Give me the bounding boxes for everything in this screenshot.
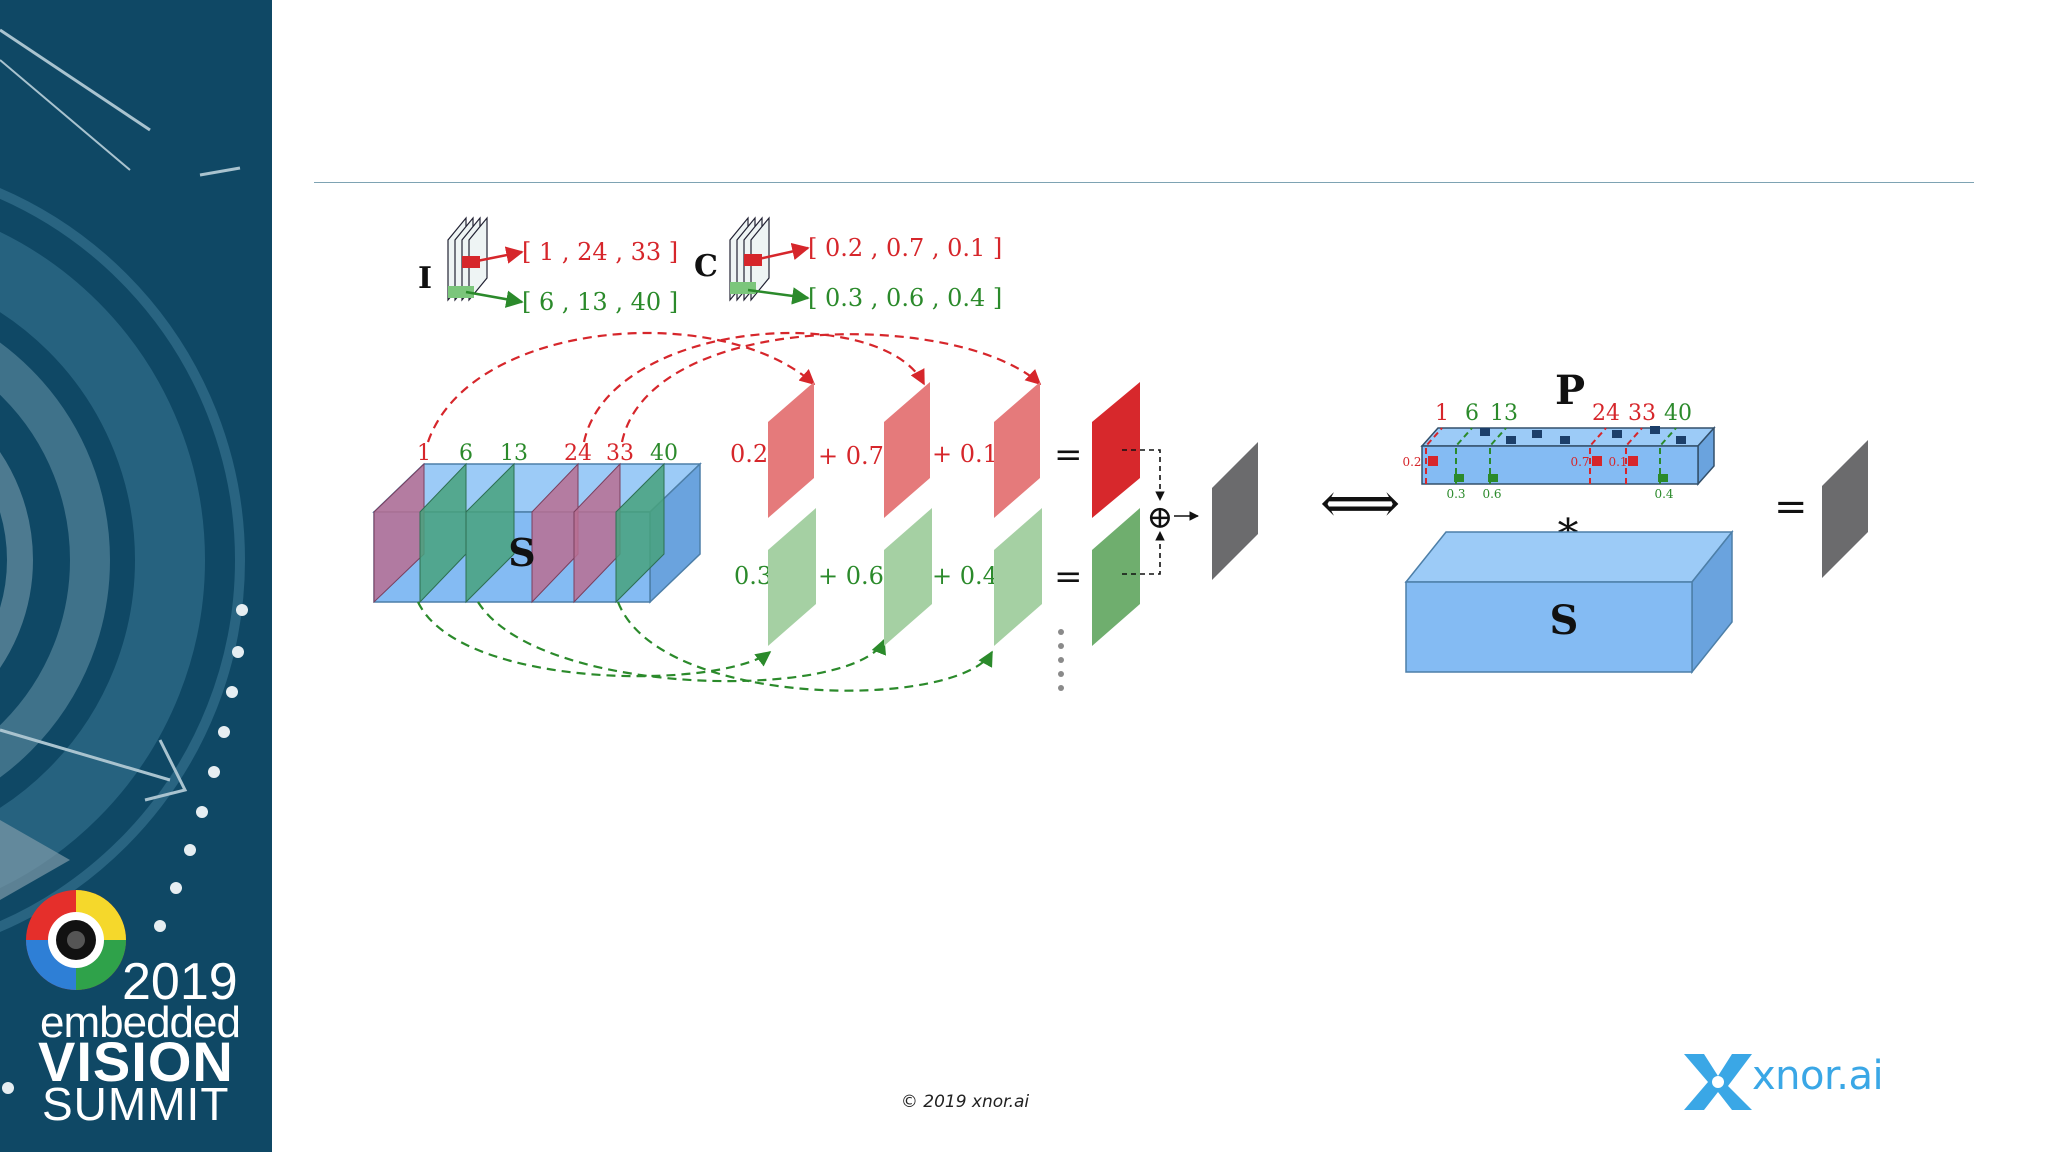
index-tensor-label: I <box>418 261 432 296</box>
p-green-coefficient-cubes <box>1454 474 1668 482</box>
row1-equals: = <box>1054 435 1083 475</box>
row2-coeff-1: 0.3 <box>734 562 772 590</box>
left-slice-index: 6 <box>459 441 473 466</box>
green-dashed-connectors <box>417 601 993 692</box>
red-dashed-connectors <box>426 331 1042 443</box>
index-tensor-icon <box>447 216 488 302</box>
right-s-label: S <box>1550 597 1579 644</box>
slice-13 <box>465 462 515 604</box>
left-slice-index: 24 <box>564 441 592 466</box>
row1-coeff-2: + 0.7 <box>818 442 884 470</box>
sum-symbol: ⊕ <box>1147 498 1174 536</box>
evs-vision-text: VISION <box>38 1030 234 1093</box>
row1-coeff-1: 0.2 <box>730 440 768 468</box>
header-rule <box>314 182 1974 183</box>
evs-year: 2019 <box>122 953 238 1011</box>
p-index-label: 33 <box>1628 401 1656 426</box>
copyright-footer: © 2019 xnor.ai <box>900 1092 1030 1112</box>
decorative-hud-rings <box>0 28 245 932</box>
row2-slice-3 <box>994 508 1042 646</box>
left-slice-index: 13 <box>500 441 528 466</box>
p-index-label: 40 <box>1664 401 1692 426</box>
slice-40 <box>615 462 665 604</box>
right-equals: = <box>1774 484 1808 530</box>
coeff-red-list: [ 0.2 , 0.7 , 0.1 ] <box>808 234 1002 262</box>
row2-coeff-3: + 0.4 <box>932 562 998 590</box>
p-index-label: 6 <box>1465 401 1479 426</box>
evs-summit-text: SUMMIT <box>42 1078 230 1130</box>
legend-index-tensor: I [ 1 , 24 , 33 ] [ 6 , 13 , 40 ] <box>418 216 678 316</box>
p-front-face <box>1421 445 1699 485</box>
sidebar-branding-panel <box>0 0 272 1152</box>
p-red-slice-outlines <box>1425 427 1643 484</box>
coeff-tensor-label: C <box>694 249 718 284</box>
evs-aperture-logo <box>26 890 126 990</box>
right-s-front-face <box>1405 581 1693 673</box>
p-label: P <box>1555 367 1585 414</box>
xnor-logo-text: xnor.ai <box>1752 1053 1884 1099</box>
slice-24 <box>531 462 579 604</box>
equation-row-red: 0.2 + 0.7 + 0.1 = <box>730 382 1140 518</box>
p-zero-cubes <box>1480 426 1686 444</box>
coeff-green-list: [ 0.3 , 0.6 , 0.4 ] <box>808 284 1002 312</box>
slice-1 <box>373 462 425 604</box>
p-index-label: 24 <box>1592 401 1620 426</box>
p-green-slice-outlines <box>1455 427 1677 484</box>
row1-slice-3 <box>994 382 1040 518</box>
row2-slice-1 <box>768 508 816 646</box>
row2-result-slice <box>1092 508 1140 646</box>
p-green-coeff-label: 0.3 <box>1446 487 1465 501</box>
index-green-list: [ 6 , 13 , 40 ] <box>522 288 678 316</box>
xnor-logo-mark <box>1684 1054 1752 1110</box>
slice-6 <box>419 462 467 604</box>
p-red-coeff-label: 0.2 <box>1402 455 1421 469</box>
left-tensor-s: S 1 6 13 24 33 40 <box>372 441 702 604</box>
p-red-coeff-label: 0.7 <box>1570 455 1589 469</box>
sum-node: ⊕ <box>1122 449 1199 575</box>
row1-result-slice <box>1092 382 1140 518</box>
row1-slice-2 <box>884 382 930 518</box>
right-s-top-face <box>1404 531 1734 583</box>
legend-coeff-tensor: C [ 0.2 , 0.7 , 0.1 ] [ 0.3 , 0.6 , 0.4 … <box>694 216 1002 312</box>
row2-coeff-2: + 0.6 <box>818 562 884 590</box>
p-green-coeff-label: 0.6 <box>1482 487 1501 501</box>
slice-33 <box>573 462 621 604</box>
left-slice-index: 33 <box>606 441 634 466</box>
p-index-label: 13 <box>1490 401 1518 426</box>
p-index-label: 1 <box>1435 401 1449 426</box>
evs-embedded-text: embedded <box>40 998 241 1047</box>
row1-slice-1 <box>768 382 814 518</box>
p-green-coeff-labels: 0.3 0.6 0.4 <box>1446 487 1673 501</box>
row2-equals: = <box>1054 557 1083 597</box>
equation-row-green: 0.3 + 0.6 + 0.4 = <box>734 508 1140 646</box>
left-slice-index-labels: 1 6 13 24 33 40 <box>417 441 678 466</box>
decorative-dot-arc <box>2 604 248 1094</box>
left-s-label: S <box>508 530 535 575</box>
equivalence-symbol: ⟺ <box>1320 471 1400 536</box>
right-output-slice <box>1822 440 1868 578</box>
left-slice-index: 40 <box>650 441 678 466</box>
index-red-list: [ 1 , 24 , 33 ] <box>522 238 678 266</box>
p-red-coeff-label: 0.1 <box>1608 455 1627 469</box>
left-output-slice <box>1212 442 1258 580</box>
p-red-coefficient-cubes <box>1428 456 1638 466</box>
right-tensor-s: S <box>1404 529 1734 675</box>
p-red-coeff-labels: 0.2 0.7 0.1 <box>1402 455 1627 469</box>
vertical-ellipsis <box>1058 629 1064 691</box>
left-slice-index: 1 <box>417 441 431 466</box>
p-green-coeff-label: 0.4 <box>1654 487 1673 501</box>
row1-coeff-3: + 0.1 <box>932 440 998 468</box>
row2-slice-2 <box>884 508 932 646</box>
